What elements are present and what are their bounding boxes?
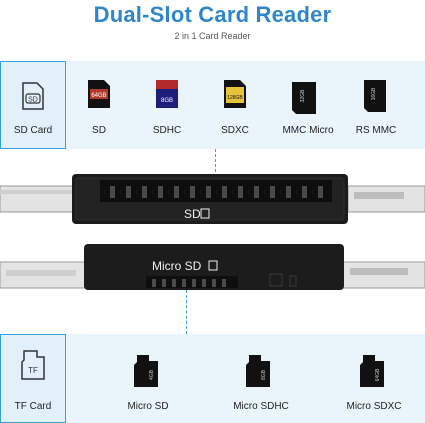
sd-card-types-strip (0, 61, 425, 149)
page-subtitle: 2 in 1 Card Reader (174, 31, 251, 41)
sdhc-card-image: 8GB (156, 80, 178, 108)
sdxc-label: SDXC (221, 125, 249, 136)
mmc-micro-label: MMC Micro (282, 125, 334, 136)
tf-card-types-strip (0, 334, 425, 423)
micro-sd-card-image: 4GB (134, 355, 158, 387)
upper-reader-device: SD (0, 174, 425, 224)
micro-sd-slot-label: Micro SD (152, 259, 202, 273)
sd-card-image: 64GB (88, 80, 110, 108)
micro-sdhc-card-capacity: 8GB (261, 369, 267, 380)
rs-mmc-card-image: 16GB (364, 80, 386, 112)
tf-card-outline-icon: TF (21, 350, 45, 380)
sdhc-card-capacity: 8GB (161, 98, 173, 104)
rs-mmc-label: RS MMC (355, 125, 397, 136)
micro-sdxc-label: Micro SDXC (346, 401, 402, 412)
sd-label: SD (92, 125, 106, 136)
upper-left-usb-plug (0, 185, 81, 213)
page-title: Dual-Slot Card Reader (93, 2, 332, 27)
sd-icon-text: SD (28, 97, 38, 104)
mmc-micro-card-image: 32GB (292, 82, 316, 114)
sd-card-highlight-box: SD (0, 61, 66, 149)
micro-sdhc-card-image: 8GB (246, 355, 270, 387)
sd-slot (100, 180, 332, 202)
tf-icon-text: TF (28, 366, 38, 375)
sd-slot-label: SD (184, 207, 201, 221)
sd-card-capacity: 64GB (91, 93, 106, 99)
tf-card-highlight-box: TF (0, 334, 66, 423)
sd-slot-connector-line (215, 149, 216, 187)
sdhc-label: SDHC (152, 125, 182, 136)
lower-reader-device: Micro SD (0, 244, 425, 290)
tf-slot-connector-line (186, 290, 187, 334)
micro-sdxc-card-image: 64GB (360, 355, 384, 387)
sd-card-label: SD Card (13, 125, 53, 136)
micro-sd-label: Micro SD (127, 401, 169, 412)
sdxc-card-capacity: 128GB (227, 95, 243, 101)
rs-mmc-card-capacity: 16GB (371, 87, 377, 100)
micro-sdhc-label: Micro SDHC (233, 401, 289, 412)
sdxc-card-image: 128GB (224, 80, 246, 108)
tf-card-label: TF Card (14, 401, 52, 412)
micro-sd-card-capacity: 4GB (149, 369, 155, 380)
mmc-micro-card-capacity: 32GB (300, 89, 306, 102)
sd-card-outline-icon: SD (22, 82, 44, 110)
micro-sdxc-card-capacity: 64GB (375, 368, 381, 381)
